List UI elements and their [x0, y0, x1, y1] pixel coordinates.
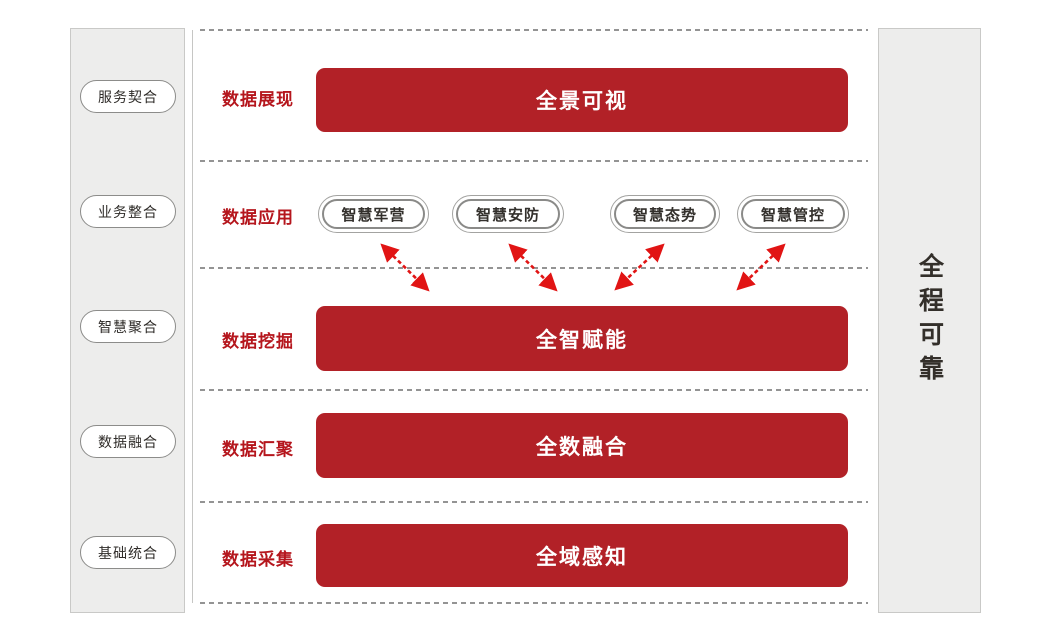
layer-bar-full-intelligence: 全智赋能	[316, 306, 848, 371]
stage-pill-basic-unification: 基础统合	[80, 536, 176, 569]
layer-bar-full-domain-sensing: 全域感知	[316, 524, 848, 587]
app-pill-label: 智慧军营	[322, 199, 425, 229]
dotted-separator	[200, 501, 868, 503]
app-pill-label: 智慧安防	[456, 199, 560, 229]
dotted-separator	[200, 389, 868, 391]
bidirectional-arrow-1	[380, 243, 430, 292]
stage-pill-wisdom-aggregation: 智慧聚合	[80, 310, 176, 343]
bidirectional-arrow-2	[508, 243, 558, 292]
dotted-separator	[200, 602, 868, 604]
row-label-data-presentation: 数据展现	[222, 90, 294, 109]
app-pill-smart-situation: 智慧态势	[610, 195, 720, 233]
stage-pill-service-fit: 服务契合	[80, 80, 176, 113]
bidirectional-arrow-4	[736, 243, 786, 291]
row-label-data-application: 数据应用	[222, 208, 294, 227]
app-pill-label: 智慧态势	[614, 199, 716, 229]
bidirectional-arrow-3	[614, 243, 665, 291]
grid-vertical-rule	[192, 30, 193, 603]
row-label-data-collection: 数据采集	[222, 550, 294, 569]
layer-bar-full-data-fusion: 全数融合	[316, 413, 848, 478]
assurance-title: 全程可靠	[915, 252, 944, 389]
stage-pill-data-fusion: 数据融合	[80, 425, 176, 458]
app-pill-smart-security: 智慧安防	[452, 195, 564, 233]
stage-pill-business-integration: 业务整合	[80, 195, 176, 228]
row-label-data-mining: 数据挖掘	[222, 332, 294, 351]
arrow-layer	[380, 243, 786, 292]
dotted-separator	[200, 160, 868, 162]
app-pill-smart-barracks: 智慧军营	[318, 195, 429, 233]
row-label-data-convergence: 数据汇聚	[222, 440, 294, 459]
dotted-separator	[200, 29, 868, 31]
right-assurance-panel: 全程可靠	[878, 28, 981, 613]
app-pill-label: 智慧管控	[741, 199, 845, 229]
layer-bar-panoramic-visibility: 全景可视	[316, 68, 848, 132]
app-pill-smart-control: 智慧管控	[737, 195, 849, 233]
